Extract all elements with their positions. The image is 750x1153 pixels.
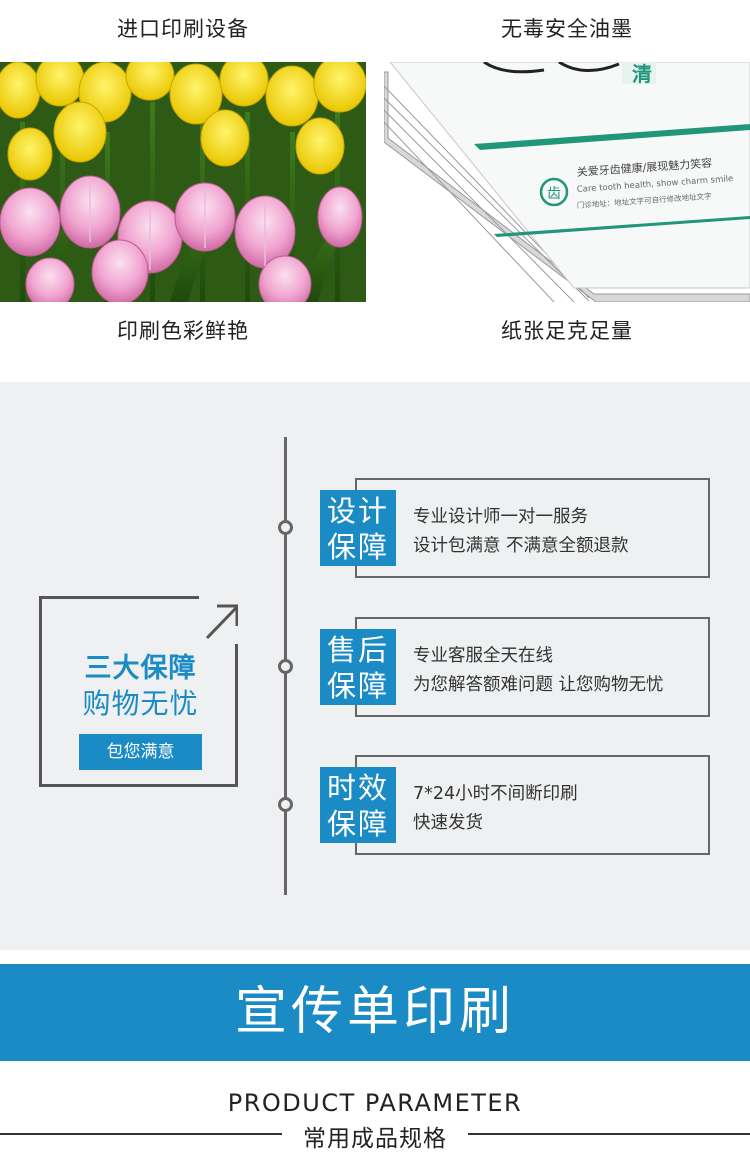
caption-nontoxic-ink: 无毒安全油墨: [501, 17, 633, 41]
timeline-dot: [278, 520, 293, 535]
divider-right: [468, 1133, 750, 1135]
design-guarantee-line2: 设计包满意 不满意全额退款: [413, 536, 629, 556]
design-guarantee-line1: 专业设计师一对一服务: [413, 507, 588, 527]
product-parameter-title: PRODUCT PARAMETER: [227, 1089, 523, 1117]
paper-stack-photo: 清 齿 关爱牙齿健康/展现魅力笑容 Care tooth health, sho…: [384, 62, 750, 302]
design-guarantee-card: [355, 478, 710, 578]
timeliness-line2: 快速发货: [413, 813, 483, 833]
timeliness-badge: 时效 保障: [320, 767, 396, 843]
after-sales-line1: 专业客服全天在线: [413, 646, 553, 666]
svg-text:齿: 齿: [547, 186, 561, 202]
tulip-photo: [0, 62, 366, 302]
timeliness-card: [355, 755, 710, 855]
guarantee-subtitle: 购物无忧: [82, 687, 199, 720]
satisfaction-button[interactable]: 包您满意: [79, 734, 202, 770]
common-sizes-title: 常用成品规格: [303, 1126, 447, 1152]
after-sales-card: [355, 617, 710, 717]
timeline-dot: [278, 659, 293, 674]
after-sales-line2: 为您解答额难问题 让您购物无忧: [413, 675, 664, 695]
guarantee-frame: [39, 596, 238, 787]
arrow-up-right-icon: [205, 604, 238, 640]
caption-imported-equipment: 进口印刷设备: [117, 17, 249, 41]
after-sales-badge: 售后 保障: [320, 629, 396, 705]
flyer-printing-banner: 宣传单印刷: [0, 964, 750, 1061]
svg-text:清: 清: [632, 62, 652, 86]
timeline-dot: [278, 797, 293, 812]
caption-sufficient-paper: 纸张足克足量: [501, 319, 633, 343]
design-guarantee-badge: 设计 保障: [320, 490, 396, 566]
divider-left: [0, 1133, 282, 1135]
guarantee-title: 三大保障: [84, 653, 197, 684]
timeliness-line1: 7*24小时不间断印刷: [413, 784, 578, 804]
caption-vivid-colors: 印刷色彩鲜艳: [117, 319, 249, 343]
